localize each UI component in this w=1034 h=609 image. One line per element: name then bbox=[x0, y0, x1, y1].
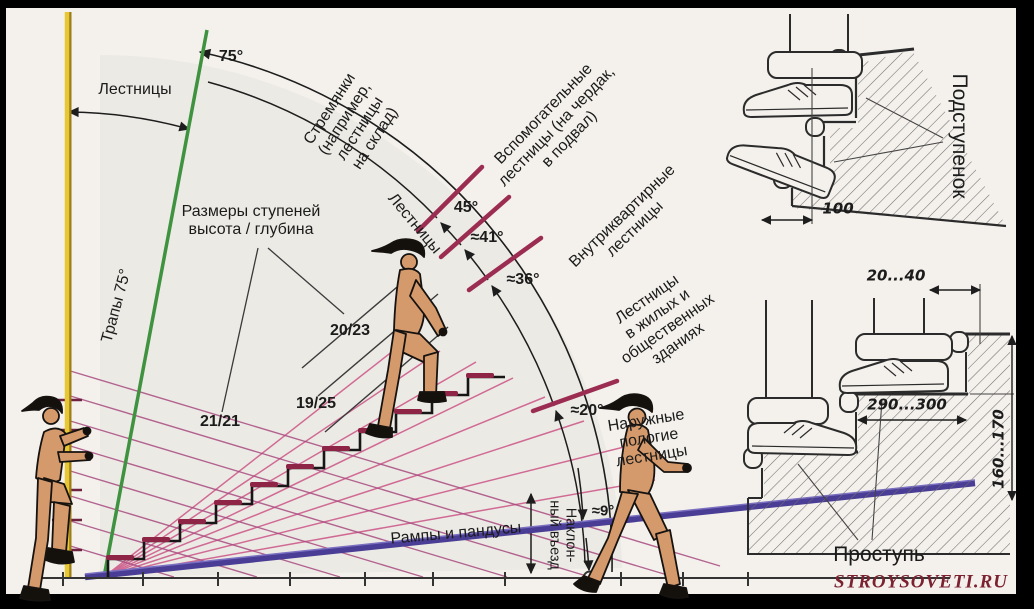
label-9deg: ≈9° bbox=[591, 502, 615, 520]
person-stair-climber bbox=[365, 238, 448, 439]
outer-arc bbox=[198, 48, 613, 573]
label-line: ный въезд bbox=[546, 500, 562, 570]
label-dim-riser: 160...170 bbox=[989, 409, 1008, 489]
label-ratio-2121: 21/21 bbox=[199, 412, 241, 430]
label-podstupenok: Подступенок bbox=[947, 73, 971, 199]
step-size-leader-lines bbox=[221, 247, 345, 413]
cross-fan-lines bbox=[66, 369, 721, 578]
tread-detail-drawing bbox=[743, 284, 1017, 555]
shoe-lower bbox=[724, 128, 840, 203]
label-ratio-2023: 20/23 bbox=[329, 321, 371, 339]
shoe-on-lower-tread bbox=[747, 420, 858, 456]
inner-dimension-arc bbox=[207, 81, 594, 572]
label-ratio-1925: 19/25 bbox=[295, 394, 337, 412]
baseline bbox=[32, 572, 950, 586]
label-dim-tread: 290...300 bbox=[867, 395, 947, 414]
label-line: Наклон- bbox=[562, 507, 579, 563]
label-41deg: ≈41° bbox=[470, 228, 504, 246]
label-20deg: ≈20° bbox=[570, 401, 604, 419]
shoe-on-upper-tread bbox=[838, 358, 949, 394]
tread-leader-lines bbox=[797, 399, 883, 541]
person-walker bbox=[573, 393, 692, 599]
label-razmery-stupeney: Размеры ступеней высота / глубина bbox=[182, 203, 321, 239]
label-line: высота / глубина bbox=[188, 221, 314, 238]
label-naklonny-vezd: Наклон- ный въезд bbox=[546, 500, 579, 570]
label-ladders-range: Лестницы bbox=[98, 80, 172, 98]
label-prostup: Проступь bbox=[833, 543, 925, 567]
label-line: Размеры ступеней bbox=[181, 202, 321, 220]
trouser-cuff-lower bbox=[747, 397, 829, 425]
label-36deg: ≈36° bbox=[506, 270, 540, 288]
label-45deg: 45° bbox=[453, 198, 479, 216]
label-dim-100: 100 bbox=[822, 199, 854, 218]
watermark-stroysoveti: STROYSOVETI.RU bbox=[834, 571, 1008, 593]
person-ladder-climber bbox=[19, 395, 94, 602]
label-dim-overhang: 20...40 bbox=[866, 266, 926, 285]
riser-hatch-mass bbox=[792, 50, 1006, 226]
trouser-cuff-upper bbox=[855, 333, 953, 361]
sector-shading bbox=[100, 54, 622, 577]
ladders-range-arc bbox=[67, 107, 191, 132]
trouser-cuff bbox=[767, 51, 863, 79]
trapy-green-line bbox=[102, 29, 209, 578]
shoe-upper bbox=[742, 82, 853, 118]
label-75deg: 75° bbox=[218, 47, 244, 65]
riser-detail-drawing bbox=[724, 14, 1007, 228]
angle-tick-marks bbox=[415, 164, 620, 414]
riser-leader-lines bbox=[833, 97, 944, 163]
